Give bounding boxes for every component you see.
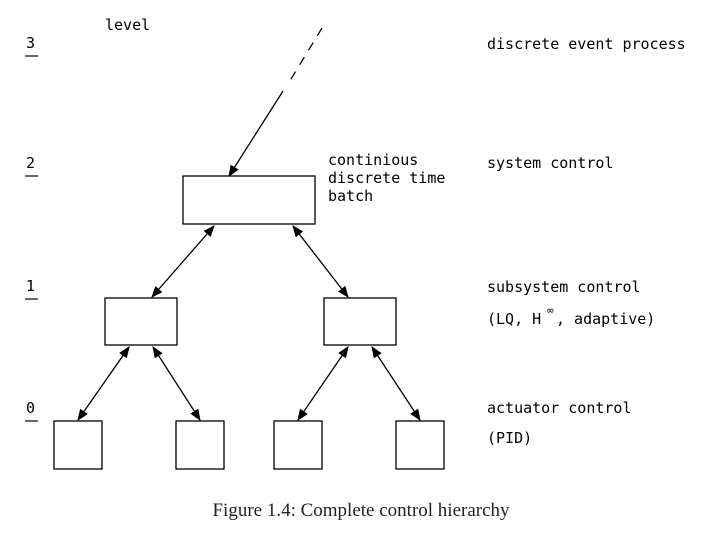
level-1-description-detail: (LQ, H ∞ , adaptive) (487, 304, 655, 328)
level-3-description: discrete event process (487, 35, 686, 53)
actuator-box-1 (53, 420, 103, 470)
level-header: level (105, 16, 150, 34)
level-0-marker: 0 (25, 399, 38, 422)
system-control-box (182, 175, 316, 225)
level-3-marker: 3 (25, 34, 38, 57)
actuator-box-2 (175, 420, 225, 470)
connector-arrow (292, 225, 349, 298)
actuator-box-4 (395, 420, 445, 470)
connector-arrow (152, 346, 201, 421)
actuator-box-3 (273, 420, 323, 470)
level-1-detail-suffix: , adaptive) (556, 310, 655, 328)
incoming-arrow (228, 90, 284, 177)
level-1-marker: 1 (25, 277, 38, 300)
level-1-detail-prefix: (LQ, H (487, 310, 541, 328)
level-2-description: system control (487, 154, 613, 172)
subsystem-control-box-left (104, 297, 178, 346)
batch-note-line: discrete time (328, 169, 445, 187)
level-number: 3 (26, 34, 35, 52)
infinity-superscript: ∞ (547, 304, 554, 317)
batch-note-line: batch (328, 187, 373, 205)
level-0-description: actuator control (487, 399, 632, 417)
level-number: 2 (26, 154, 35, 172)
figure-caption: Figure 1.4: Complete control hierarchy (212, 500, 510, 521)
level-number: 1 (26, 277, 35, 295)
level-1-description: subsystem control (487, 278, 641, 296)
connector-arrow (371, 346, 421, 421)
connector-arrow (297, 346, 349, 421)
subsystem-control-box-right (323, 297, 397, 346)
dashed-incoming-line (287, 27, 323, 85)
level-0-detail: (PID) (487, 429, 532, 447)
connector-arrow (151, 225, 215, 298)
level-number: 0 (26, 399, 35, 417)
connector-arrow (77, 346, 130, 421)
level-2-marker: 2 (25, 154, 38, 177)
batch-note-line: continious (328, 151, 418, 169)
